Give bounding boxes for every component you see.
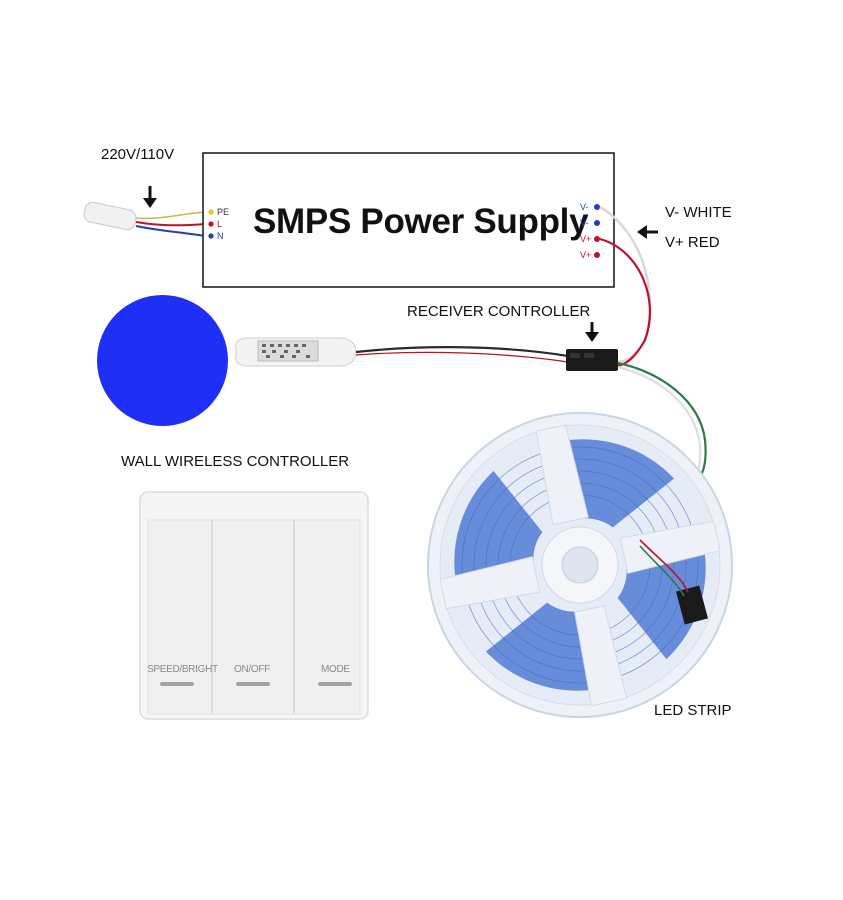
blue-color-indicator — [97, 295, 228, 426]
terminal-n-label: N — [217, 231, 224, 241]
speed-bright-button-label: SPEED/BRIGHT — [147, 664, 218, 675]
terminal-n-dot — [208, 233, 214, 239]
mains-cable — [83, 201, 206, 237]
terminal-vminus-1-label: V- — [580, 202, 589, 212]
terminal-pe-label: PE — [217, 207, 230, 217]
receiver-controller-label: RECEIVER CONTROLLER — [407, 303, 591, 320]
terminal-vminus-2-label: V- — [580, 218, 589, 228]
receiver-cable — [355, 346, 569, 358]
terminal-vplus-2-dot — [594, 252, 600, 258]
v-plus-red-label: V+ RED — [665, 234, 720, 251]
receiver-dongle — [235, 337, 357, 367]
power-supply-title: SMPS Power Supply — [253, 202, 589, 241]
strip-connector — [566, 349, 618, 371]
terminal-l-label: L — [217, 219, 223, 229]
led-strip-reel — [427, 412, 733, 718]
on-off-button-label: ON/OFF — [234, 664, 270, 675]
led-strip-label: LED STRIP — [654, 702, 732, 719]
terminal-l-dot — [208, 221, 214, 227]
terminal-vplus-2-label: V+ — [580, 250, 592, 260]
mode-button-label: MODE — [321, 664, 350, 675]
terminal-vplus-1-label: V+ — [580, 234, 592, 244]
wall-controller-panel — [139, 491, 369, 720]
output-wires — [599, 205, 652, 368]
terminal-vplus-1-dot — [594, 236, 600, 242]
terminal-vminus-1-dot — [594, 204, 600, 210]
wall-controller-label: WALL WIRELESS CONTROLLER — [121, 453, 350, 470]
terminal-pe-dot — [208, 209, 214, 215]
terminal-vminus-2-dot — [594, 220, 600, 226]
input-voltage-label: 220V/110V — [101, 146, 175, 163]
power-supply-box — [202, 152, 615, 288]
v-minus-white-label: V- WHITE — [665, 204, 732, 221]
